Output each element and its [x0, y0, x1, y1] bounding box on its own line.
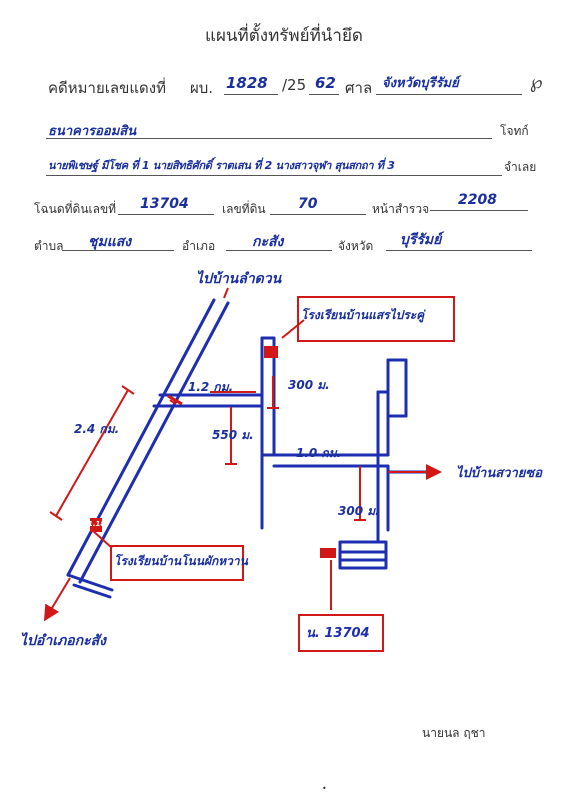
survey-label: หน้าสำรวจ — [372, 202, 430, 216]
land-label: เลขที่ดิน — [222, 202, 266, 216]
signature-text: นายนล ฤชา — [422, 726, 486, 740]
case-year-prefix: /25 — [282, 76, 307, 94]
case-label: คดีหมายเลขแดงที่ — [48, 79, 166, 97]
court-name: จังหวัดบุรีรัมย์ — [382, 76, 459, 91]
court-label: ศาล — [345, 79, 373, 97]
deed-box-label: น. 13704 — [306, 626, 370, 641]
page-dot: • — [322, 784, 327, 793]
school-top-marker — [264, 346, 278, 358]
small-code-label: 1.18 — [88, 520, 106, 528]
dist-branch-label: 1.2 กม. — [188, 380, 234, 394]
case-year: 62 — [315, 74, 336, 92]
province-name: บุรีรัมย์ — [400, 232, 442, 248]
deed-label: โฉนดที่ดินเลขที่ — [34, 202, 117, 216]
dest-bottom-label: ไปอำเภอกะสัง — [20, 633, 106, 649]
school-left-label: โรงเรียนบ้านโนนผักหวาน — [114, 554, 248, 568]
school-left-marker — [90, 518, 102, 532]
dist-road2-label: 1.0 กม. — [296, 446, 342, 460]
district-label: อำเภอ — [182, 239, 216, 253]
defendant-label: จำเลย — [504, 160, 537, 174]
school-left-box — [110, 545, 244, 581]
main-road-right-edge — [78, 301, 230, 584]
deed-number: 13704 — [140, 196, 189, 212]
land-number: 70 — [298, 196, 318, 212]
subdistrict-label: ตำบล — [34, 239, 64, 253]
deed-box — [298, 614, 384, 652]
dist-300b-label: 300 ม. — [338, 504, 380, 518]
dist-main-label: 2.4 กม. — [74, 422, 120, 436]
school-top-label: โรงเรียนบ้านแสรไประคู่ — [301, 308, 425, 322]
page-title: แผนที่ตั้งทรัพย์ที่นำยึด — [205, 26, 363, 46]
dist-550-label: 550 ม. — [212, 428, 254, 442]
subdistrict-name: ชุมแสง — [88, 234, 132, 250]
case-number: 1828 — [226, 74, 268, 92]
parcel-marker — [320, 548, 336, 558]
defendant-names: นายพิเชษฐ์ มีโชค ที่ 1 นายสิทธิศักดิ์ รา… — [48, 159, 395, 172]
dest-top-label: ไปบ้านลำดวน — [196, 271, 282, 287]
school-top-box — [297, 296, 455, 342]
handwritten-mark: ℘ — [530, 72, 543, 93]
dist-school-label: 300 ม. — [288, 378, 330, 392]
survey-number: 2208 — [458, 192, 497, 208]
province-label: จังหวัด — [338, 239, 374, 253]
case-prefix: ผบ. — [190, 79, 214, 97]
plaintiff-name: ธนาคารออมสิน — [48, 124, 137, 139]
plaintiff-label: โจทก์ — [500, 124, 529, 138]
district-name: กะสัง — [252, 234, 284, 250]
dest-right-label: ไปบ้านสวายซอ — [456, 466, 543, 481]
